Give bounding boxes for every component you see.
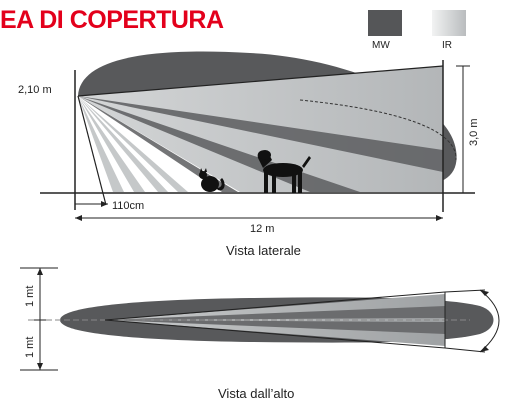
legend-swatch-ir <box>432 10 466 36</box>
cat-silhouette <box>199 168 225 192</box>
top-view-caption: Vista dall’alto <box>218 386 294 401</box>
height-label: 3,0 m <box>468 118 480 146</box>
side-view-caption: Vista laterale <box>226 243 301 258</box>
angle-arc <box>479 289 500 353</box>
legend-label-ir: IR <box>442 40 452 51</box>
mw-outline-dashed <box>299 99 457 161</box>
top-width-upper-label: 1 mt <box>24 286 36 307</box>
ir-ray-4 <box>78 96 188 192</box>
ir-ray-1 <box>78 96 168 192</box>
ir-beam-1 <box>78 96 443 172</box>
ir-ray-3 <box>78 96 124 192</box>
legend-label-mw: MW <box>372 40 390 51</box>
length-label: 12 m <box>250 223 274 235</box>
ir-beam-top-2 <box>105 320 445 334</box>
top-width-lower-label: 1 mt <box>24 337 36 358</box>
mount-height-label: 2,10 m <box>18 84 52 96</box>
page-title: EA DI COPERTURA <box>0 6 224 34</box>
top-view: 1 mt 1 mt Vista dall’alto <box>20 267 500 401</box>
ir-beam-3 <box>78 96 238 192</box>
side-view: 2,10 m 110cm 12 m 3,0 m Vista laterale <box>18 51 480 258</box>
near-distance-label: 110cm <box>112 200 144 212</box>
legend-swatch-mw <box>368 10 402 36</box>
dog-silhouette <box>257 150 311 193</box>
ir-ray-2 <box>78 96 145 192</box>
ir-beam-top-1 <box>105 306 445 320</box>
